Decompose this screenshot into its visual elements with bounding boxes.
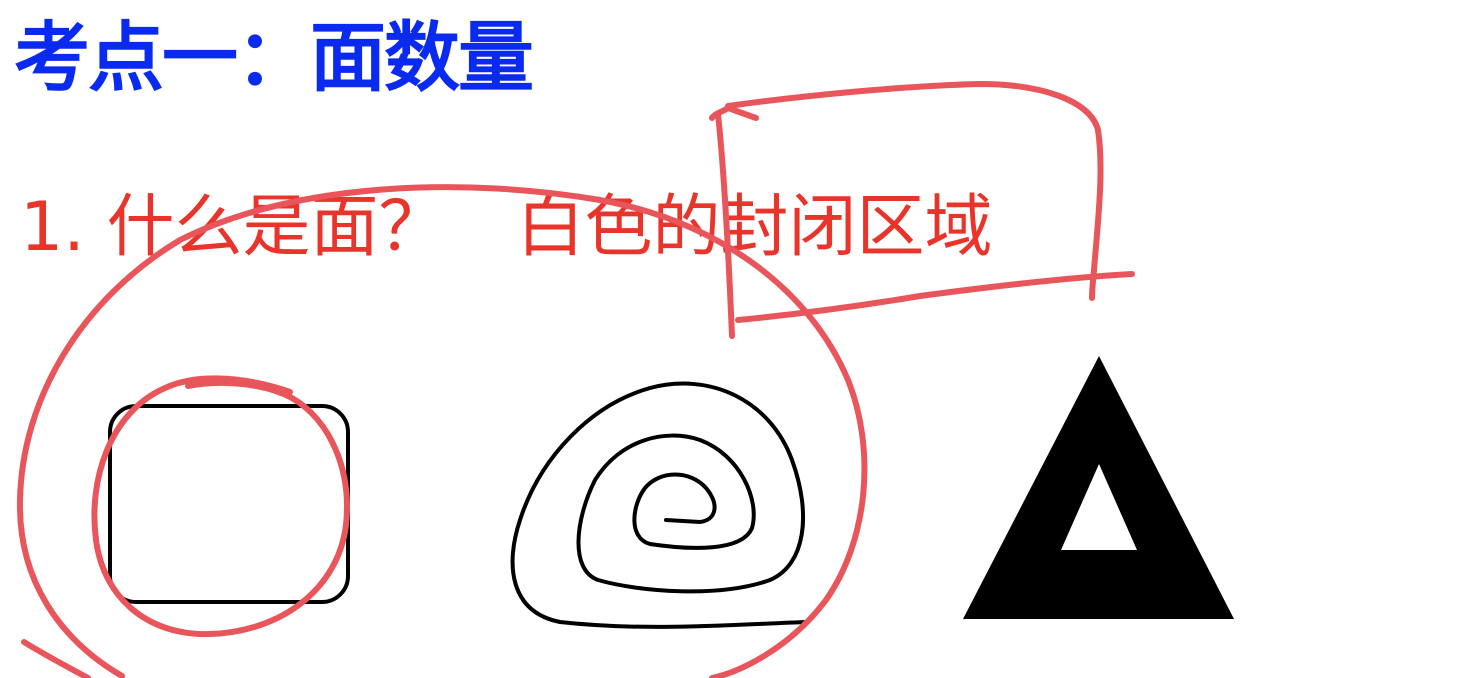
hollow-triangle-figure — [963, 356, 1234, 619]
subtitle-line: 1. 什么是面？ 白色的封闭区域 — [20, 186, 993, 270]
rounded-rectangle-figure — [108, 404, 350, 604]
spiral-figure — [510, 381, 810, 629]
small-circle-annotation — [91, 375, 350, 638]
annotation-strokes — [16, 81, 1135, 678]
tail-stroke-annotation — [21, 639, 91, 678]
subtitle-answer: 白色的封闭区域 — [516, 188, 993, 267]
subtitle-question: 1. 什么是面？ — [20, 188, 447, 267]
page-title: 考点一：面数量 — [14, 13, 534, 102]
